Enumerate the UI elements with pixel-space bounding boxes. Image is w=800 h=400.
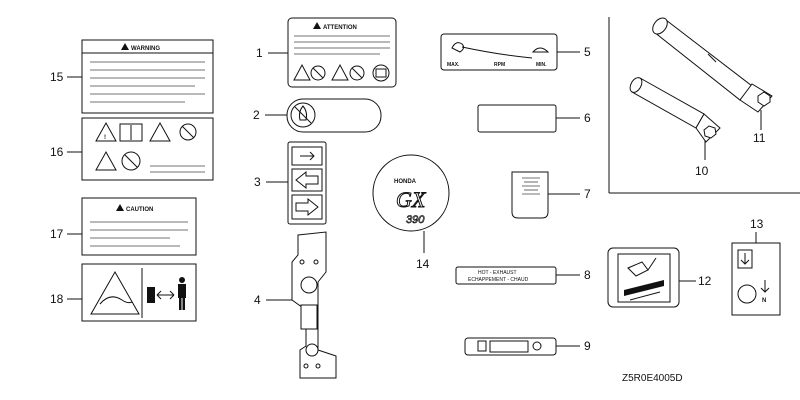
svg-text:7: 7 xyxy=(584,187,591,201)
svg-text:16: 16 xyxy=(50,145,64,159)
svg-text:10: 10 xyxy=(695,164,709,178)
callout-3: 3 xyxy=(254,175,288,189)
svg-text:3: 3 xyxy=(254,175,261,189)
person-icon xyxy=(178,277,186,310)
hot-exhaust-text: HOT - EXHAUST xyxy=(478,270,517,276)
part-13-lever-label[interactable]: N xyxy=(731,242,781,316)
svg-text:4: 4 xyxy=(254,293,261,307)
callout-6: 6 xyxy=(556,111,591,125)
part-9-switch-label[interactable] xyxy=(464,337,557,356)
part-14-gx390-emblem[interactable]: HONDA GX 390 xyxy=(372,154,450,232)
rabbit-icon xyxy=(451,42,465,53)
part-11-plug-wrench[interactable] xyxy=(650,15,773,113)
caution-title: CAUTION xyxy=(126,207,153,213)
callout-8: 8 xyxy=(556,268,591,282)
callout-17: 17 xyxy=(50,227,82,241)
switch-symbol-icon xyxy=(315,363,321,369)
callout-4: 4 xyxy=(254,293,292,307)
callout-13: 13 xyxy=(750,217,764,243)
svg-text:N: N xyxy=(762,298,766,304)
svg-text:18: 18 xyxy=(50,292,64,306)
svg-text:8: 8 xyxy=(584,268,591,282)
callout-12: 12 xyxy=(679,274,712,288)
svg-text:6: 6 xyxy=(584,111,591,125)
svg-text:12: 12 xyxy=(698,274,712,288)
part-5-throttle-label[interactable]: MAX. RPM MIN. xyxy=(440,33,558,71)
part-6-blank-label[interactable] xyxy=(477,104,557,133)
fuel-arrow-left-icon xyxy=(295,170,319,190)
svg-text:13: 13 xyxy=(750,217,764,231)
warning-triangle-icon xyxy=(121,43,129,50)
warning-triangle-icon xyxy=(331,63,349,81)
svg-text:17: 17 xyxy=(50,227,64,241)
down-arrow-icon xyxy=(760,280,770,293)
callout-2: 2 xyxy=(253,108,287,122)
fuel-arrow-right-icon xyxy=(295,197,319,217)
rpm-min-label: MIN. xyxy=(536,62,547,68)
part-12-oil-label[interactable] xyxy=(607,247,680,308)
part-2-no-fire-label[interactable] xyxy=(286,98,382,133)
drawing-code: Z5R0E4005D xyxy=(622,373,683,384)
hot-exhaust-french-text: ECHAPPEMENT - CHAUD xyxy=(468,277,529,283)
svg-text:14: 14 xyxy=(416,257,430,271)
rpm-label: RPM xyxy=(494,62,505,68)
warning-triangle-icon xyxy=(95,121,117,142)
model-number: 390 xyxy=(406,214,425,226)
part-7-gauge-label[interactable] xyxy=(511,171,549,219)
part-10-box-wrench[interactable] xyxy=(628,76,721,143)
callout-15: 15 xyxy=(50,70,82,84)
callout-10: 10 xyxy=(695,140,709,178)
callout-7: 7 xyxy=(548,187,591,201)
svg-text:11: 11 xyxy=(753,131,766,145)
engine-level-icon xyxy=(624,280,664,296)
down-arrow-icon xyxy=(740,253,750,265)
callout-5: 5 xyxy=(557,45,591,59)
fire-hazard-icon xyxy=(95,150,117,171)
part-4-switch-plate[interactable] xyxy=(291,231,337,379)
brand-name: HONDA xyxy=(394,179,417,185)
svg-text:5: 5 xyxy=(584,45,591,59)
rpm-max-label: MAX. xyxy=(447,62,460,68)
part-15-warning-label[interactable]: WARNING xyxy=(81,39,214,114)
switch-symbol-icon xyxy=(303,363,309,369)
callout-1: 1 xyxy=(256,46,288,60)
callout-18: 18 xyxy=(50,292,82,306)
tool-group-frame xyxy=(608,17,800,194)
part-17-caution-label[interactable]: CAUTION xyxy=(81,197,197,256)
part-3-fuel-label[interactable] xyxy=(287,141,327,225)
model-name: GX xyxy=(396,187,427,212)
svg-text:1: 1 xyxy=(256,46,263,60)
svg-text:15: 15 xyxy=(50,70,64,84)
part-8-hot-exhaust-label[interactable]: HOT - EXHAUST ECHAPPEMENT - CHAUD xyxy=(455,266,557,285)
callout-9: 9 xyxy=(556,339,591,353)
svg-text:2: 2 xyxy=(253,108,260,122)
attention-title: ATTENTION xyxy=(323,25,357,31)
part-16-pictogram-label[interactable]: ! xyxy=(81,117,214,181)
explosion-hazard-icon xyxy=(149,121,171,142)
engine-block-icon xyxy=(147,287,155,303)
svg-text:9: 9 xyxy=(584,339,591,353)
callout-11: 11 xyxy=(753,110,766,145)
callout-14: 14 xyxy=(416,231,430,271)
warning-title: WARNING xyxy=(131,46,160,52)
switch-symbol-icon xyxy=(299,259,305,265)
warning-triangle-icon xyxy=(116,204,124,211)
hot-surface-triangle-icon xyxy=(90,270,140,315)
part-18-hot-surface-label[interactable] xyxy=(81,263,197,322)
svg-text:!: ! xyxy=(104,135,106,141)
part-1-attention-label[interactable]: ATTENTION xyxy=(287,17,397,88)
choke-icon xyxy=(300,151,315,161)
callout-16: 16 xyxy=(50,145,82,159)
warning-triangle-icon xyxy=(313,22,321,29)
switch-symbol-icon xyxy=(313,259,319,265)
distance-arrow-icon xyxy=(156,290,175,300)
turtle-icon xyxy=(531,47,550,53)
warning-triangle-icon xyxy=(293,63,311,81)
